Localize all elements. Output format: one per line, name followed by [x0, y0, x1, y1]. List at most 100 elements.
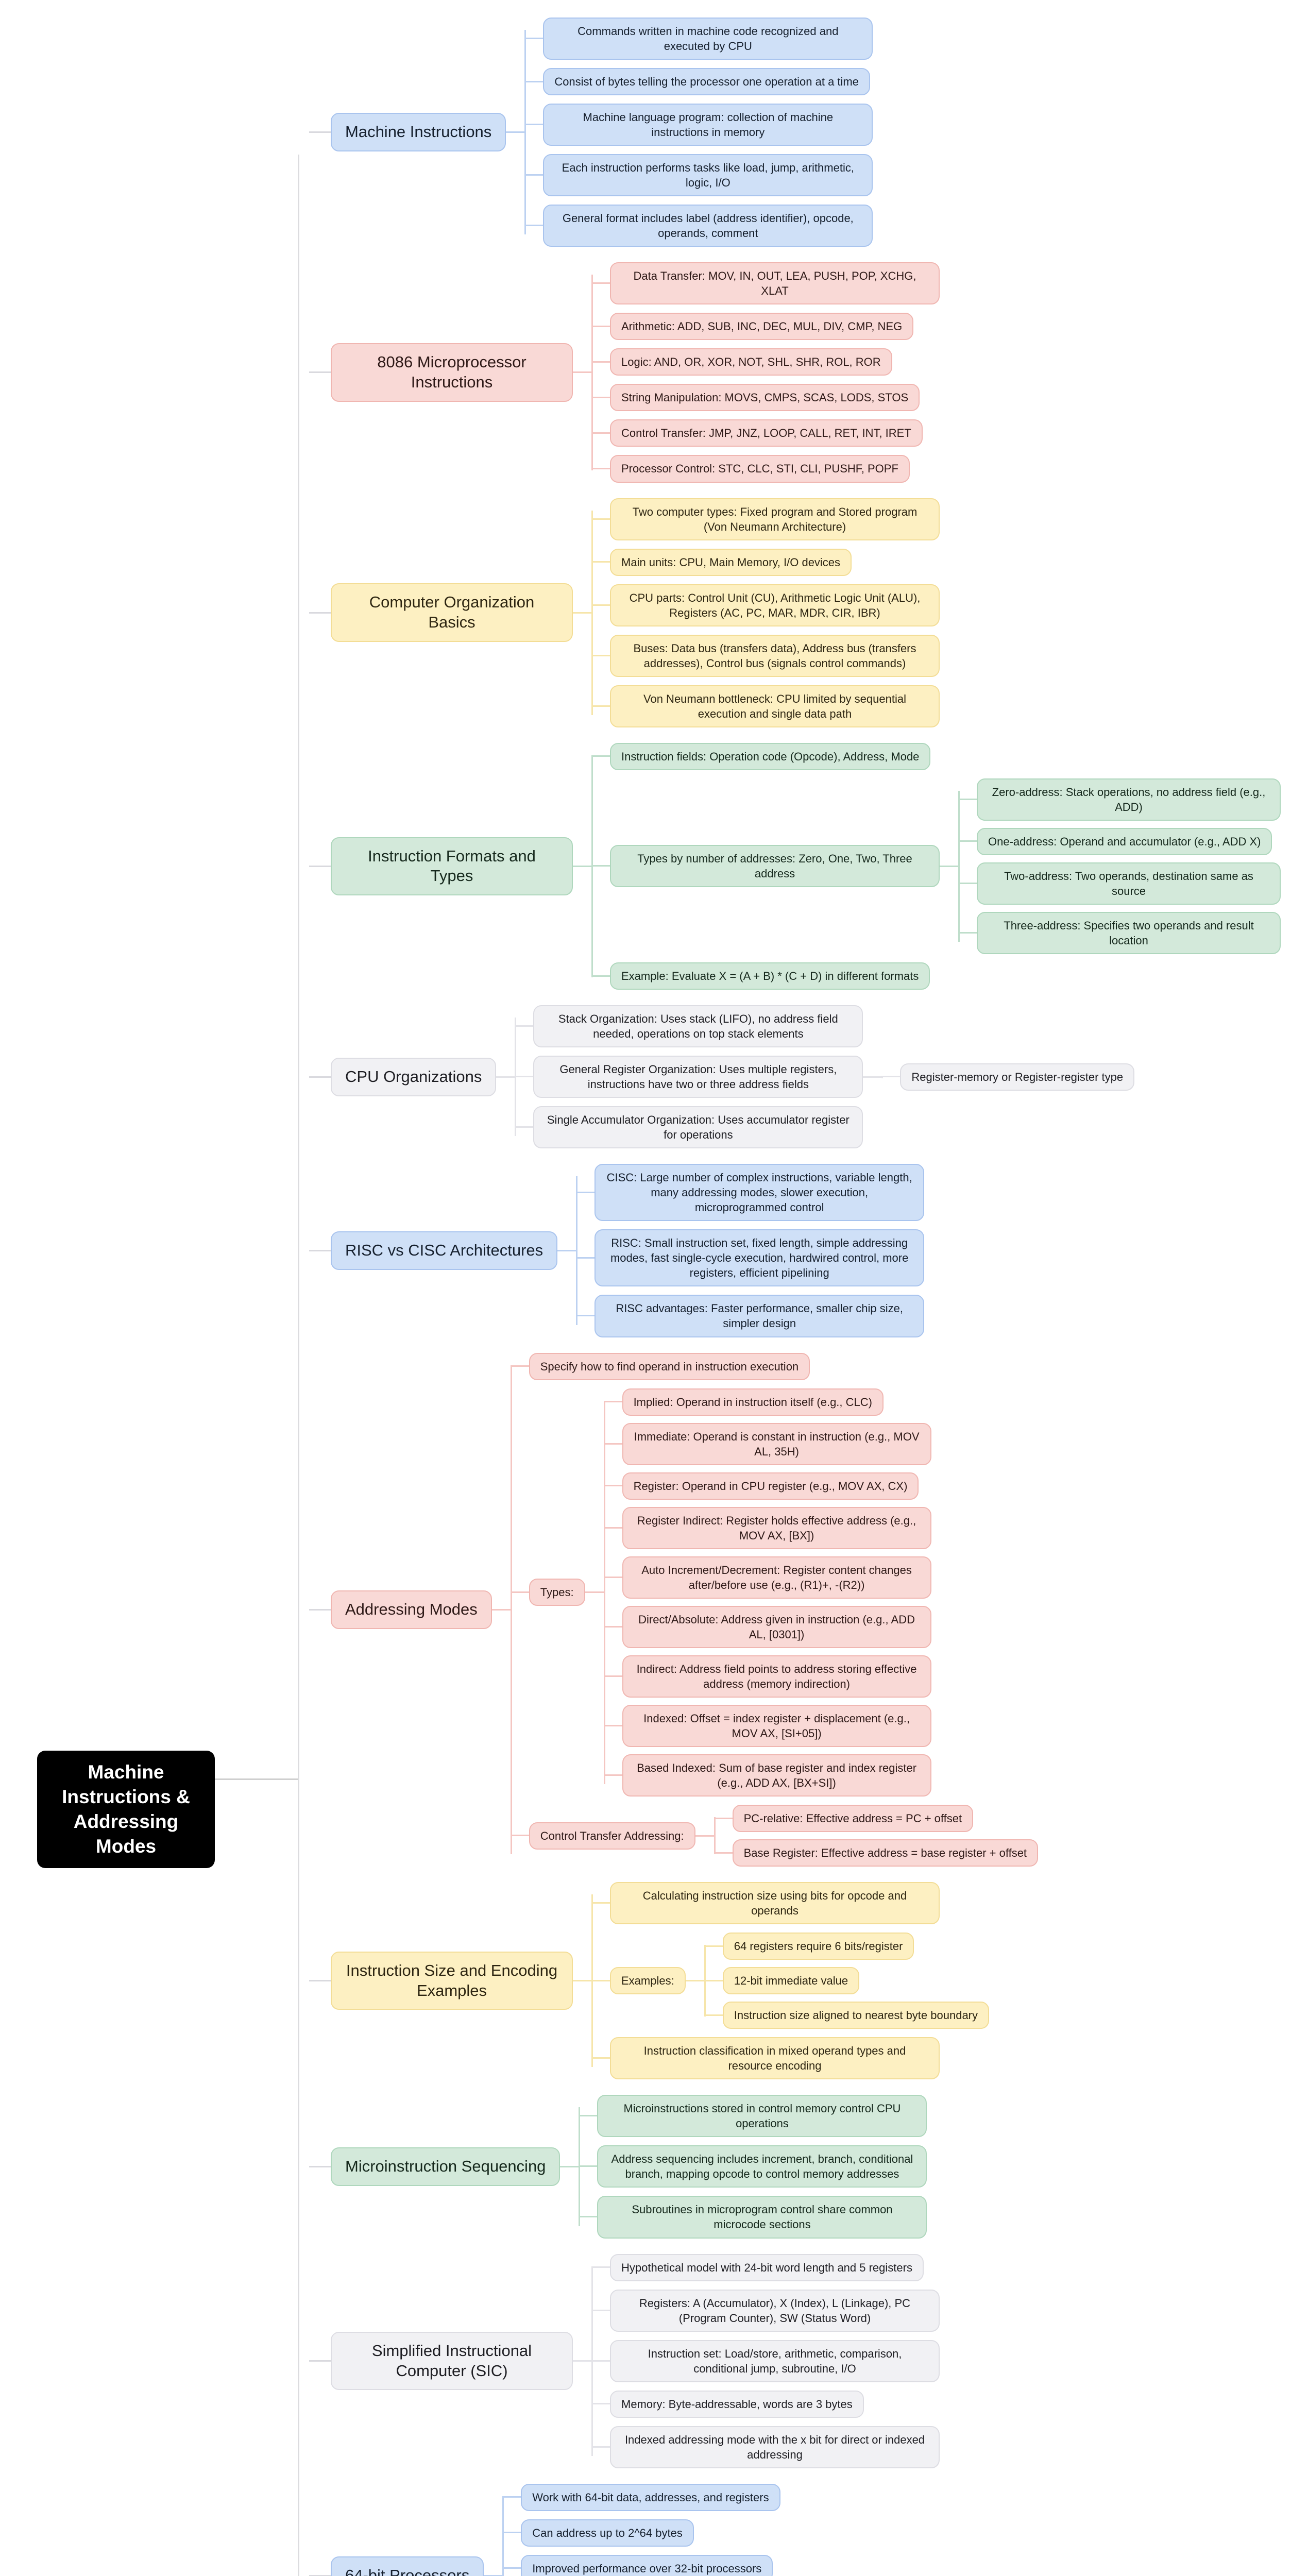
child-item: Register: Operand in CPU register (e.g.,…	[603, 1472, 931, 1500]
topic-node-addressing-modes: Addressing Modes	[331, 1590, 492, 1629]
child-node: Commands written in machine code recogni…	[543, 18, 873, 60]
subchild-node: Direct/Absolute: Address given in instru…	[622, 1605, 931, 1648]
child-node: RISC advantages: Faster performance, sma…	[594, 1295, 925, 1337]
children-column: Commands written in machine code recogni…	[524, 18, 873, 247]
child-item: Two computer types: Fixed program and St…	[591, 498, 940, 540]
child-item: One-address: Operand and accumulator (e.…	[958, 827, 1281, 855]
child-item: Types by number of addresses: Zero, One,…	[591, 778, 1281, 955]
subchild-node: Implied: Operand in instruction itself (…	[622, 1388, 884, 1416]
central-connector-line	[215, 1778, 298, 1780]
subchild-node: Instruction size aligned to nearest byte…	[722, 2002, 990, 2029]
child-item: CPU parts: Control Unit (CU), Arithmetic…	[591, 584, 940, 626]
children-column: Microinstructions stored in control memo…	[579, 2095, 927, 2239]
child-node: RISC: Small instruction set, fixed lengt…	[594, 1229, 925, 1287]
subchild-node: Base Register: Effective address = base …	[732, 1839, 1039, 1867]
child-item: Control Transfer Addressing:PC-relative:…	[510, 1805, 1039, 1867]
connector-line	[484, 2575, 503, 2576]
child-item: Specify how to find operand in instructi…	[510, 1352, 1038, 1380]
child-item: Indexed: Offset = index register + displ…	[603, 1704, 931, 1747]
child-node: Main units: CPU, Main Memory, I/O device…	[610, 548, 852, 576]
branch-computer-organization-basics: Computer Organization Basics Two computer…	[309, 498, 1281, 727]
child-item: Microinstructions stored in control memo…	[579, 2095, 927, 2138]
central-topic-label: Machine Instructions & Addressing Modes	[62, 1761, 190, 1857]
child-node: Example: Evaluate X = (A + B) * (C + D) …	[610, 962, 930, 990]
child-item: 64 registers require 6 bits/register	[704, 1933, 989, 1960]
children-column: Register-memory or Register-register typ…	[881, 1063, 1135, 1091]
child-item: Examples: 64 registers require 6 bits/reg…	[591, 1933, 990, 2029]
topic-node-8086-microprocessor-instructions: 8086 Microprocessor Instructions	[331, 343, 573, 402]
child-node: Von Neumann bottleneck: CPU limited by s…	[610, 685, 940, 727]
child-node: Buses: Data bus (transfers data), Addres…	[610, 634, 940, 677]
connector-line	[573, 612, 591, 614]
children-column: Work with 64-bit data, addresses, and re…	[502, 2483, 851, 2576]
child-node: Each instruction performs tasks like loa…	[543, 154, 873, 197]
child-item: Base Register: Effective address = base …	[714, 1839, 1039, 1867]
topic-node-computer-organization-basics: Computer Organization Basics	[331, 583, 573, 642]
child-item: Instruction set: Load/store, arithmetic,…	[591, 2340, 940, 2382]
central-topic-node: Machine Instructions & Addressing Modes	[37, 1751, 215, 1869]
children-column: Implied: Operand in instruction itself (…	[603, 1388, 931, 1797]
children-column: Specify how to find operand in instructi…	[510, 1352, 1039, 1867]
child-node: Single Accumulator Organization: Uses ac…	[533, 1106, 863, 1149]
child-item: Each instruction performs tasks like loa…	[524, 154, 873, 197]
child-item: Hypothetical model with 24-bit word leng…	[591, 2253, 940, 2281]
child-item: Instruction classification in mixed oper…	[591, 2037, 989, 2080]
child-node: Examples:	[610, 1967, 686, 1995]
branch-addressing-modes: Addressing Modes Specify how to find oper…	[309, 1352, 1281, 1867]
child-item: Two-address: Two operands, destination s…	[958, 862, 1281, 905]
child-item: RISC advantages: Faster performance, sma…	[576, 1295, 925, 1337]
child-node: CISC: Large number of complex instructio…	[594, 1164, 925, 1222]
subchild-node: Register Indirect: Register holds effect…	[622, 1506, 931, 1549]
child-node: Hypothetical model with 24-bit word leng…	[610, 2253, 924, 2281]
child-node: Machine language program: collection of …	[543, 104, 873, 146]
child-node: Registers: A (Accumulator), X (Index), L…	[610, 2289, 940, 2332]
child-item: Instruction fields: Operation code (Opco…	[591, 742, 1281, 770]
child-item: Implied: Operand in instruction itself (…	[603, 1388, 931, 1416]
subchild-node: Based Indexed: Sum of base register and …	[622, 1754, 931, 1797]
child-node: General format includes label (address i…	[543, 205, 873, 247]
topic-node-cpu-organizations: CPU Organizations	[331, 1057, 497, 1096]
rail-connector-line	[309, 2575, 331, 2576]
child-item: Register-memory or Register-register typ…	[881, 1063, 1135, 1091]
subchild-node: Register: Operand in CPU register (e.g.,…	[622, 1472, 919, 1500]
subchild-node: 64 registers require 6 bits/register	[722, 1933, 914, 1960]
child-node: Work with 64-bit data, addresses, and re…	[521, 2483, 780, 2511]
child-node: Types by number of addresses: Zero, One,…	[610, 845, 940, 888]
child-node: General Register Organization: Uses mult…	[533, 1056, 863, 1098]
rail-connector-line	[309, 1076, 331, 1078]
subchild-node: PC-relative: Effective address = PC + of…	[732, 1805, 974, 1833]
child-item: Registers: A (Accumulator), X (Index), L…	[591, 2289, 940, 2332]
child-item: Processor Control: STC, CLC, STI, CLI, P…	[591, 455, 940, 483]
topic-node-64-bit-processors: 64-bit Processors	[331, 2556, 484, 2576]
children-column: Two computer types: Fixed program and St…	[591, 498, 940, 727]
child-node: Subroutines in microprogram control shar…	[597, 2196, 927, 2239]
topic-node-simplified-instructional-computer-sic: Simplified Instructional Computer (SIC)	[331, 2331, 573, 2391]
child-item: Instruction size aligned to nearest byte…	[704, 2002, 990, 2029]
child-item: General format includes label (address i…	[524, 205, 873, 247]
rail-connector-line	[309, 1980, 331, 1982]
child-item: General Register Organization: Uses mult…	[515, 1056, 1135, 1098]
child-item: Von Neumann bottleneck: CPU limited by s…	[591, 685, 940, 727]
child-item: Register Indirect: Register holds effect…	[603, 1506, 931, 1549]
subchild-node: Indexed: Offset = index register + displ…	[622, 1704, 931, 1747]
child-item: Arithmetic: ADD, SUB, INC, DEC, MUL, DIV…	[591, 313, 940, 341]
child-node: Types:	[529, 1579, 585, 1606]
connector-line	[573, 371, 591, 374]
child-item: Commands written in machine code recogni…	[524, 18, 873, 60]
child-node: Can address up to 2^64 bytes	[521, 2519, 694, 2547]
child-item: Example: Evaluate X = (A + B) * (C + D) …	[591, 962, 1281, 990]
child-node: Instruction classification in mixed oper…	[610, 2037, 940, 2080]
child-item: Zero-address: Stack operations, no addre…	[958, 778, 1281, 821]
rail-connector-line	[309, 1608, 331, 1611]
child-node: Microinstructions stored in control memo…	[597, 2095, 927, 2138]
children-column: Stack Organization: Uses stack (LIFO), n…	[515, 1005, 1135, 1149]
subchild-node: Indirect: Address field points to addres…	[622, 1655, 931, 1698]
child-node: Instruction set: Load/store, arithmetic,…	[610, 2340, 940, 2382]
rail-connector-line	[309, 2360, 331, 2362]
